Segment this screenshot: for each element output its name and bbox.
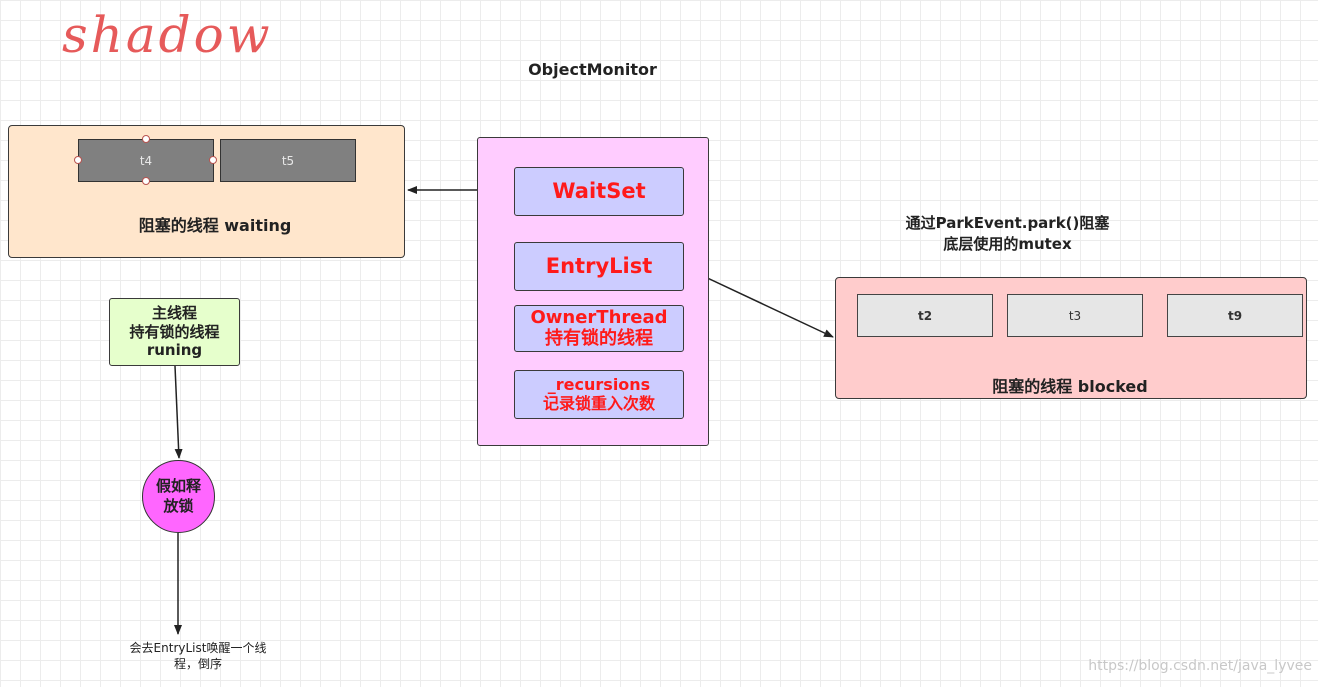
shadow-logo: shadow bbox=[62, 6, 273, 64]
main-to-release-arrow bbox=[174, 365, 183, 459]
release-line2: 放锁 bbox=[163, 496, 194, 515]
recursions-label: _recursions bbox=[547, 375, 651, 395]
wake-note-line2: 程，倒序 bbox=[173, 657, 222, 672]
main-thread-line2: 持有锁的线程 bbox=[129, 322, 220, 341]
main-thread-line3: runing bbox=[146, 341, 203, 360]
main-thread-box[interactable]: 主线程 持有锁的线程 runing bbox=[109, 298, 240, 366]
park-note-line2: 底层使用的mutex bbox=[943, 235, 1072, 253]
ownerthread-field[interactable]: OwnerThread 持有锁的线程 bbox=[514, 305, 684, 352]
diagram-title: ObjectMonitor bbox=[528, 60, 657, 79]
csdn-watermark: https://blog.csdn.net/java_lyvee bbox=[1088, 658, 1312, 674]
thread-t3[interactable]: t3 bbox=[1007, 294, 1143, 337]
thread-t5[interactable]: t5 bbox=[220, 139, 356, 182]
entrylist-label: EntryList bbox=[545, 254, 653, 279]
recursions-field[interactable]: _recursions 记录锁重入次数 bbox=[514, 370, 684, 419]
release-lock-node[interactable]: 假如释 放锁 bbox=[142, 460, 215, 533]
main-thread-line1: 主线程 bbox=[151, 303, 197, 322]
ownerthread-label: OwnerThread bbox=[530, 306, 668, 328]
selection-handles bbox=[74, 135, 217, 185]
park-event-note: 通过ParkEvent.park()阻塞 底层使用的mutex bbox=[880, 213, 1135, 255]
wake-note-line1: 会去EntryList唤醒一个线 bbox=[129, 641, 267, 655]
wake-entrylist-note: 会去EntryList唤醒一个线 程，倒序 bbox=[118, 640, 278, 672]
entrylist-field[interactable]: EntryList bbox=[514, 242, 684, 291]
recursions-desc: 记录锁重入次数 bbox=[542, 393, 655, 413]
waiting-caption: 阻塞的线程 waiting bbox=[138, 216, 292, 235]
thread-t9[interactable]: t9 bbox=[1167, 294, 1303, 337]
waitset-field[interactable]: WaitSet bbox=[514, 167, 684, 216]
release-line1: 假如释 bbox=[155, 477, 201, 495]
park-note-line1: 通过ParkEvent.park()阻塞 bbox=[905, 214, 1110, 232]
thread-t2[interactable]: t2 bbox=[857, 294, 993, 337]
ownerthread-desc: 持有锁的线程 bbox=[545, 327, 653, 349]
blocked-caption: 阻塞的线程 blocked bbox=[992, 377, 1148, 396]
waitset-label: WaitSet bbox=[552, 179, 646, 204]
